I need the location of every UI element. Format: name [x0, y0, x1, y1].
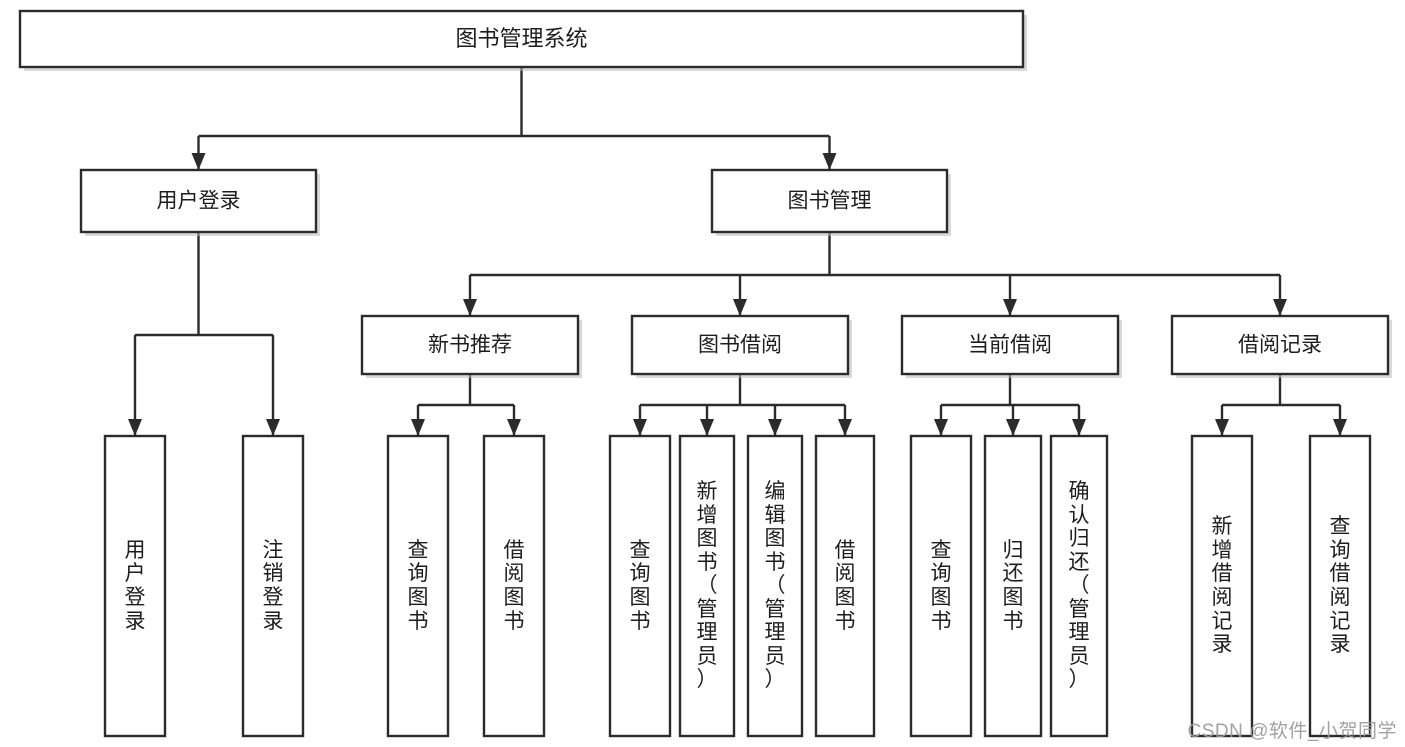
node-leaf-leaf-borrow-book-1[interactable] — [482, 434, 546, 738]
node-leaf-leaf-return-book[interactable] — [983, 434, 1043, 738]
node-level3-label-new-book-recommend: 新书推荐 — [428, 334, 512, 357]
node-level3-label-current-borrow: 当前借阅 — [968, 334, 1052, 357]
arrow-head-icon — [700, 419, 714, 436]
node-level2-user-login[interactable] — [79, 168, 318, 234]
node-leaf-leaf-user-login[interactable] — [103, 434, 167, 738]
arrow-head-icon — [1006, 419, 1020, 436]
node-leaf-leaf-query-record[interactable] — [1308, 434, 1372, 738]
arrow-head-icon — [1072, 419, 1086, 436]
node-boxes — [18, 9, 1392, 738]
arrow-head-icon — [1333, 419, 1347, 436]
arrow-head-icon — [507, 419, 521, 436]
arrow-head-icon — [191, 153, 206, 170]
node-root-book-management-system[interactable] — [18, 9, 1025, 69]
node-level2-label-book-management: 图书管理 — [788, 190, 872, 213]
node-level3-label-borrow-record: 借阅记录 — [1238, 334, 1322, 357]
connector-lines — [128, 67, 1347, 436]
arrow-head-icon — [266, 419, 280, 436]
node-level3-borrow-record[interactable] — [1170, 314, 1390, 376]
arrow-head-icon — [128, 419, 142, 436]
arrow-head-icon — [633, 419, 647, 436]
arrow-head-icon — [768, 419, 782, 436]
node-leaf-leaf-query-book-1[interactable] — [386, 434, 450, 738]
arrow-head-icon — [463, 299, 477, 316]
node-leaf-leaf-user-logout[interactable] — [241, 434, 305, 738]
arrow-head-icon — [822, 153, 837, 170]
arrow-head-icon — [1215, 419, 1229, 436]
node-leaf-leaf-confirm-return[interactable] — [1049, 434, 1109, 738]
arrow-head-icon — [1273, 299, 1287, 316]
node-level3-new-book-recommend[interactable] — [360, 314, 580, 376]
node-leaf-leaf-borrow-book-2[interactable] — [814, 434, 876, 738]
csdn-watermark: CSDN @软件_小贺同学 — [1187, 721, 1397, 742]
arrow-head-icon — [411, 419, 425, 436]
node-level3-book-borrow[interactable] — [630, 314, 850, 376]
node-leaf-leaf-add-book[interactable] — [678, 434, 736, 738]
node-level2-label-user-login: 用户登录 — [157, 190, 241, 213]
arrow-head-icon — [934, 419, 948, 436]
node-level3-label-book-borrow: 图书借阅 — [698, 334, 782, 357]
arrow-head-icon — [1003, 299, 1017, 316]
node-leaf-leaf-edit-book[interactable] — [746, 434, 804, 738]
node-root-label: 图书管理系统 — [455, 26, 587, 51]
node-level3-current-borrow[interactable] — [900, 314, 1120, 376]
node-level2-book-management[interactable] — [710, 168, 949, 234]
node-leaf-leaf-query-book-2[interactable] — [608, 434, 672, 738]
arrow-head-icon — [733, 299, 747, 316]
arrow-head-icon — [838, 419, 852, 436]
node-leaf-leaf-add-record[interactable] — [1190, 434, 1254, 738]
node-leaf-leaf-query-book-3[interactable] — [909, 434, 973, 738]
